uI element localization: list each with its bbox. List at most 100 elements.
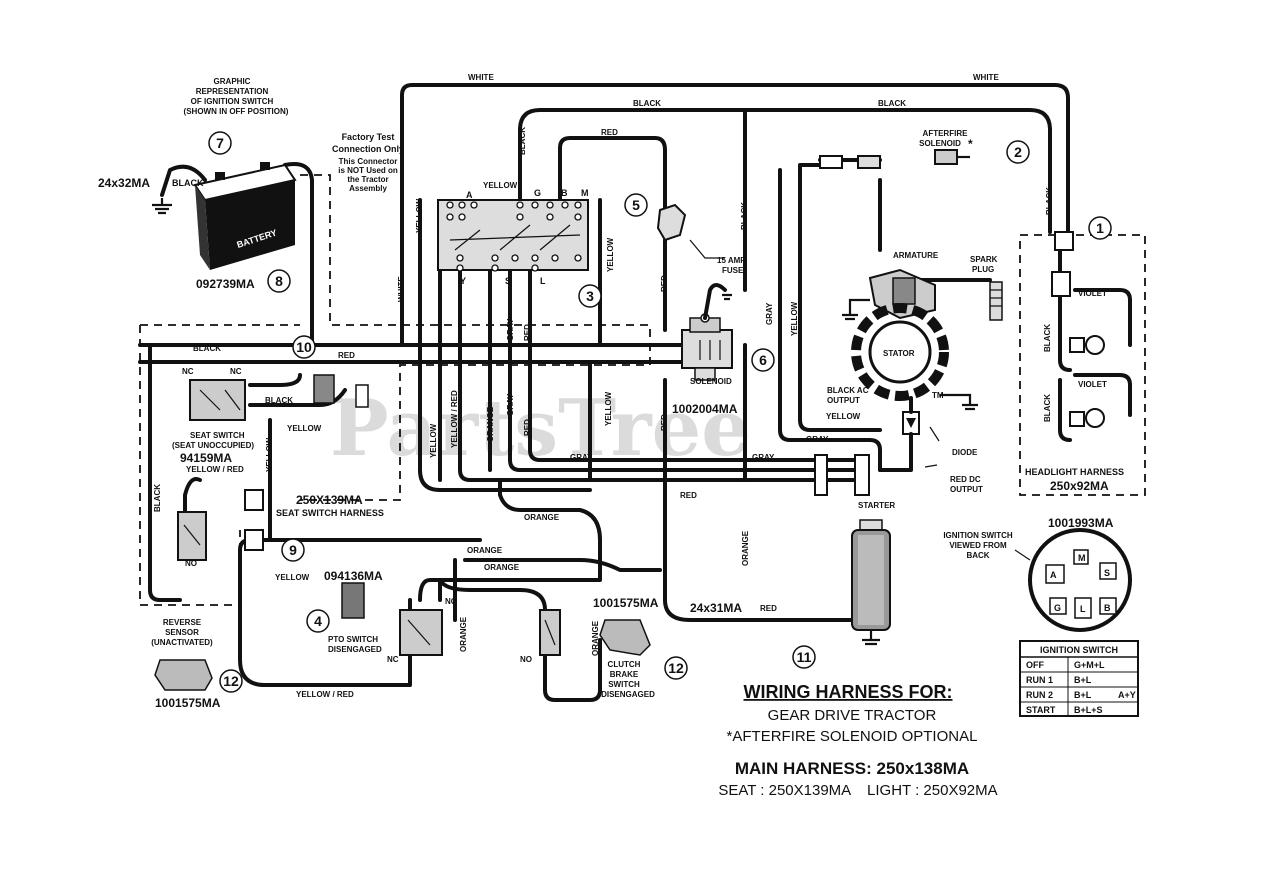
battery: BATTERY <box>152 162 297 270</box>
clutch-3: SWITCH <box>608 680 640 689</box>
ignition-switch-back-view <box>1014 528 1132 632</box>
title-line1: WIRING HARNESS FOR: <box>744 682 953 702</box>
svg-text:G: G <box>534 188 541 198</box>
part-092739: 092739MA <box>196 277 255 291</box>
labels: GRAPHIC REPRESENTATION OF IGNITION SWITC… <box>98 73 1124 710</box>
headlight-1: HEADLIGHT HARNESS <box>1025 467 1124 477</box>
callout-3: 3 <box>578 284 602 308</box>
svg-text:NO: NO <box>445 597 457 606</box>
ign-row3-c0: START <box>1026 705 1056 715</box>
svg-text:YELLOW: YELLOW <box>483 181 518 190</box>
graphic-rep-3: OF IGNITION SWITCH <box>191 97 274 106</box>
graphic-rep-2: REPRESENTATION <box>196 87 269 96</box>
callout-1: 1 <box>1088 216 1112 240</box>
ign-view-3: BACK <box>966 551 989 560</box>
svg-text:10: 10 <box>296 339 312 355</box>
clutch-1: CLUTCH <box>608 660 641 669</box>
seat-switch-1: SEAT SWITCH <box>190 431 245 440</box>
svg-text:YELLOW / RED: YELLOW / RED <box>296 690 354 699</box>
svg-text:2: 2 <box>1014 144 1022 160</box>
part-1002004: 1002004MA <box>672 402 738 416</box>
svg-text:NC: NC <box>182 367 194 376</box>
callout-12a: 12 <box>219 669 243 693</box>
svg-text:B: B <box>1104 603 1111 613</box>
svg-text:Y: Y <box>460 276 466 286</box>
svg-text:GRAY: GRAY <box>506 393 515 416</box>
part-1001993: 1001993MA <box>1048 516 1114 530</box>
part-1001575a: 1001575MA <box>155 696 221 710</box>
callout-7: 7 <box>208 131 232 155</box>
ign-row2-c1: B+L <box>1074 690 1092 700</box>
svg-text:12: 12 <box>223 673 239 689</box>
svg-text:BLACK: BLACK <box>740 202 749 230</box>
svg-text:YELLOW: YELLOW <box>415 198 424 233</box>
part-94159: 94159MA <box>180 451 232 465</box>
svg-text:YELLOW: YELLOW <box>826 412 861 421</box>
svg-text:8: 8 <box>275 273 283 289</box>
svg-text:ORANGE: ORANGE <box>486 406 495 442</box>
svg-text:NO: NO <box>520 655 532 664</box>
pto-2: DISENGAGED <box>328 645 382 654</box>
title-line5: SEAT : 250X139MA LIGHT : 250X92MA <box>718 782 997 799</box>
ignition-table: IGNITION SWITCH OFF G+M+L RUN 1 B+L RUN … <box>1019 640 1139 717</box>
afterfire-2: SOLENOID <box>919 139 961 148</box>
callout-11: 11 <box>792 645 816 669</box>
headlights <box>1051 231 1105 428</box>
svg-text:ORANGE: ORANGE <box>459 616 468 652</box>
svg-text:ORANGE: ORANGE <box>524 513 560 522</box>
callout-9: 9 <box>281 538 305 562</box>
factory-6: Assembly <box>349 184 387 193</box>
svg-text:WHITE: WHITE <box>397 276 406 302</box>
callouts: 1 2 3 4 5 6 7 8 9 10 11 12 12 <box>208 131 1112 693</box>
red-dc-2: OUTPUT <box>950 485 983 494</box>
svg-text:L: L <box>540 276 546 286</box>
reverse-3: (UNACTIVATED) <box>151 638 213 647</box>
svg-text:ORANGE: ORANGE <box>484 563 520 572</box>
seat-switch-2: (SEAT UNOCCUPIED) <box>172 441 254 450</box>
svg-text:7: 7 <box>216 135 224 151</box>
factory-5: the Tractor <box>347 175 388 184</box>
wire-violet-2: VIOLET <box>1078 380 1107 389</box>
wires <box>138 83 1132 702</box>
svg-text:S: S <box>505 276 511 286</box>
svg-text:3: 3 <box>586 288 594 304</box>
svg-text:6: 6 <box>759 352 767 368</box>
ign-row0-c0: OFF <box>1026 660 1044 670</box>
callout-2: 2 <box>1006 140 1030 164</box>
factory-1: Factory Test <box>342 132 395 142</box>
graphic-rep-4: (SHOWN IN OFF POSITION) <box>184 107 289 116</box>
svg-text:BLACK: BLACK <box>1043 324 1052 352</box>
reverse-1: REVERSE <box>163 618 202 627</box>
clutch-4: DISENGAGED <box>601 690 655 699</box>
title-line3: *AFTERFIRE SOLENOID OPTIONAL <box>727 728 978 745</box>
svg-text:BLACK: BLACK <box>878 99 906 108</box>
engine-ignition <box>814 268 1003 496</box>
ign-row0-c1: G+M+L <box>1074 660 1105 670</box>
reverse-2: SENSOR <box>165 628 199 637</box>
headlight-2: 250x92MA <box>1050 479 1109 493</box>
fuse-2: FUSE <box>722 266 744 275</box>
svg-text:A: A <box>1050 570 1057 580</box>
afterfire-1: AFTERFIRE <box>923 129 969 138</box>
wire-black-batt: BLACK <box>172 178 204 188</box>
ignition-table-title: IGNITION SWITCH <box>1040 645 1118 655</box>
svg-text:1: 1 <box>1096 220 1104 236</box>
svg-text:RED: RED <box>601 128 618 137</box>
spark-1: SPARK <box>970 255 998 264</box>
svg-text:12: 12 <box>668 660 684 676</box>
ign-row2-c0: RUN 2 <box>1026 690 1053 700</box>
svg-text:YELLOW: YELLOW <box>275 573 310 582</box>
callout-4: 4 <box>306 609 330 633</box>
svg-text:BLACK: BLACK <box>1045 187 1054 215</box>
svg-text:YELLOW: YELLOW <box>790 301 799 336</box>
solenoid-label: SOLENOID <box>690 377 732 386</box>
svg-text:BLACK: BLACK <box>265 396 293 405</box>
svg-text:BLACK: BLACK <box>1043 394 1052 422</box>
svg-text:WHITE: WHITE <box>468 73 494 82</box>
svg-text:11: 11 <box>797 649 812 665</box>
part-250x139: 250X139MA <box>296 493 363 507</box>
part-24x31: 24x31MA <box>690 601 742 615</box>
svg-text:BLACK: BLACK <box>193 344 221 353</box>
callout-10: 10 <box>292 335 316 359</box>
clutch-2: BRAKE <box>610 670 639 679</box>
